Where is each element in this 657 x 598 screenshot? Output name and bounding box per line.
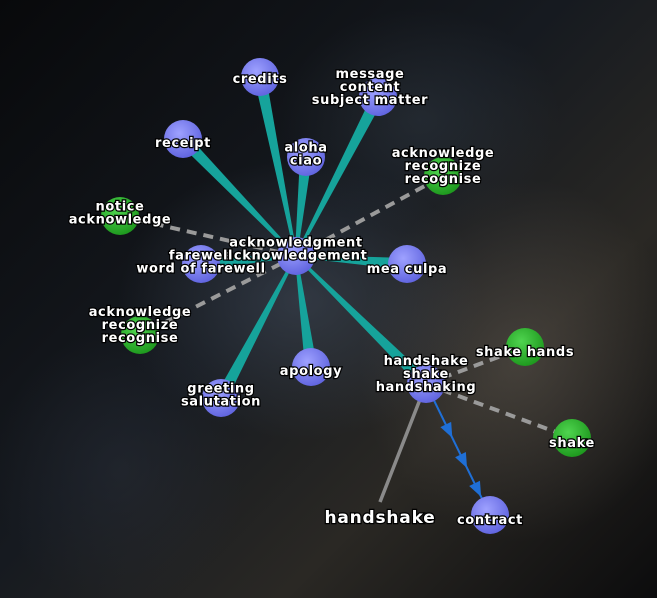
edge-handshake_node-contract <box>425 383 491 516</box>
arrow-head-icon <box>455 451 468 469</box>
node-label-receipt: receipt <box>155 136 211 151</box>
edge-acknowledgment-apology <box>294 255 317 368</box>
node-label-mea_culpa: mea culpa <box>367 262 448 277</box>
node-label-line: acknowledge <box>392 146 495 161</box>
node-label-line: acknowledgment <box>229 236 362 251</box>
node-label-line: ciao <box>290 154 322 169</box>
node-label-line: receipt <box>155 136 211 151</box>
node-label-line: greeting <box>187 382 254 397</box>
node-label-line: apology <box>280 364 342 379</box>
edge-acknowledgment-aloha <box>294 156 312 257</box>
edge-acknowledgment-notice <box>119 214 297 258</box>
node-credits[interactable] <box>241 58 279 96</box>
node-receipt[interactable] <box>164 120 202 158</box>
node-label-line: mea culpa <box>367 262 448 277</box>
node-label-shake: shake <box>549 436 595 451</box>
node-label-line: recognise <box>102 331 179 346</box>
node-label-line: shake hands <box>476 345 574 360</box>
node-label-line: subject matter <box>312 93 428 108</box>
node-label-line: notice <box>96 200 145 215</box>
node-label-line: shake <box>549 436 595 451</box>
node-label-line: aloha <box>284 141 327 156</box>
edge-acknowledgment-greeting <box>215 255 298 401</box>
edge-acknowledgment-farewell <box>200 254 297 270</box>
edge-acknowledgment-acknowledge_top <box>295 174 444 258</box>
node-shake[interactable] <box>553 419 591 457</box>
node-notice[interactable] <box>101 197 139 235</box>
node-label-line: recognize <box>102 318 179 333</box>
node-label-line: handshake <box>384 354 469 369</box>
node-shake_hands[interactable] <box>506 328 544 366</box>
node-label-line: recognise <box>405 172 482 187</box>
node-label-line: message <box>336 67 405 82</box>
node-label-line: handshaking <box>376 380 477 395</box>
node-label-line: acknowledgement <box>225 249 368 264</box>
edge-acknowledgment-mea_culpa <box>295 254 408 270</box>
edge-acknowledgment-handshake_node <box>295 255 431 389</box>
node-acknowledge_bottom[interactable] <box>121 316 159 354</box>
edge-acknowledgment-message <box>294 94 384 257</box>
node-label-line: salutation <box>181 395 261 410</box>
node-label-credits: credits <box>233 72 288 87</box>
node-acknowledge_top[interactable] <box>424 157 462 195</box>
node-farewell[interactable] <box>182 245 220 283</box>
node-mea_culpa[interactable] <box>388 245 426 283</box>
node-apology[interactable] <box>292 348 330 386</box>
edges-layer <box>119 75 573 516</box>
edge-handshake_node-shake <box>425 382 573 440</box>
node-handshake_node[interactable] <box>407 365 445 403</box>
node-label-contract: contract <box>457 513 523 528</box>
node-label-line: acknowledge <box>69 213 172 228</box>
node-label-line: acknowledge <box>89 305 192 320</box>
nodes-layer <box>101 58 591 534</box>
node-label-line: content <box>340 80 401 95</box>
arrow-head-icon <box>440 421 453 438</box>
node-label-apology: apology <box>280 364 342 379</box>
arrow-head-icon <box>469 480 482 497</box>
edge-handshake_node-word_handshake <box>378 383 428 503</box>
node-message[interactable] <box>359 78 397 116</box>
node-greeting[interactable] <box>202 379 240 417</box>
node-label-line: word of farewell <box>136 262 265 277</box>
word-label-handshake[interactable]: handshake <box>323 507 436 529</box>
node-aloha[interactable] <box>287 138 325 176</box>
node-label-line: farewell <box>169 249 233 264</box>
node-label-line: credits <box>233 72 288 87</box>
node-acknowledgment[interactable] <box>277 237 315 275</box>
edge-acknowledgment-receipt <box>178 134 297 257</box>
node-label-shake_hands: shake hands <box>476 345 574 360</box>
node-label-line: shake <box>403 367 449 382</box>
edge-acknowledgment-credits <box>254 75 298 257</box>
edge-acknowledgment-acknowledge_bottom <box>139 254 297 337</box>
node-label-line: recognize <box>405 159 482 174</box>
node-contract[interactable] <box>471 496 509 534</box>
node-label-line: contract <box>457 513 523 528</box>
